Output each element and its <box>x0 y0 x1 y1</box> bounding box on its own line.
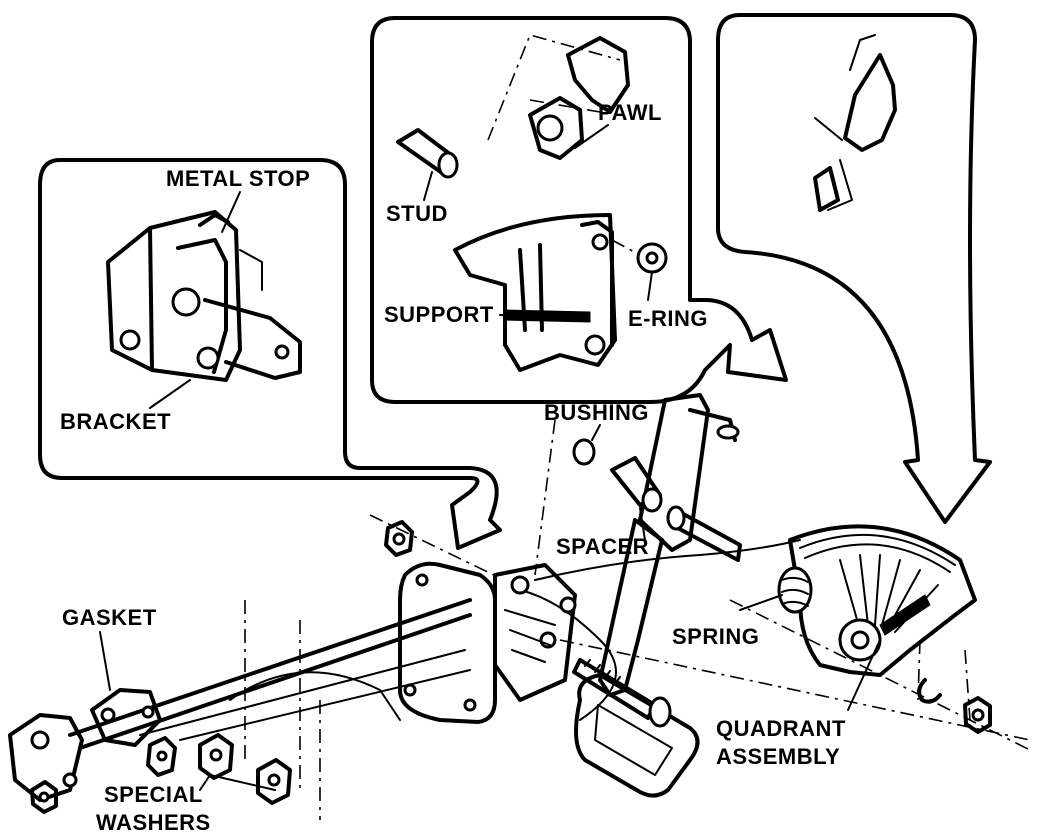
label-gasket: GASKET <box>62 605 157 630</box>
callout-bubble-left <box>38 158 502 550</box>
bushing-part <box>572 438 596 466</box>
spring-part <box>777 566 813 614</box>
metal-stop-leader <box>221 191 241 233</box>
callout-bubble-middle <box>370 16 788 404</box>
nut-top <box>384 520 414 557</box>
center-bracket-part <box>493 563 577 702</box>
label-e-ring: E-RING <box>628 306 708 331</box>
quadrant-detail-part <box>813 34 897 212</box>
special-washer-3 <box>146 736 177 777</box>
dashed-path-vert4 <box>964 649 971 721</box>
nut-left <box>30 780 58 814</box>
pawl-leader <box>574 124 609 149</box>
gasket-part <box>90 688 162 747</box>
dashed-path-quadrant <box>729 599 1031 751</box>
e-ring-part <box>611 239 668 274</box>
support-arm <box>638 393 740 552</box>
support-leader <box>499 314 561 319</box>
label-support: SUPPORT <box>384 302 494 327</box>
label-washers: WASHERS <box>96 810 211 835</box>
label-assembly: ASSEMBLY <box>716 744 841 769</box>
special-washer-1 <box>198 733 234 780</box>
label-stud: STUD <box>386 201 448 226</box>
shaft-part <box>666 505 742 562</box>
special-washer-2 <box>256 758 292 805</box>
nut-right <box>963 696 992 734</box>
callout-bubble-right <box>716 13 992 524</box>
washers-leader <box>199 774 276 791</box>
dashed-path-top <box>369 514 501 579</box>
bolt-part <box>572 658 672 728</box>
cable-lower <box>519 589 617 721</box>
bracket-part <box>106 210 302 382</box>
column-rods <box>68 598 472 750</box>
label-spacer: SPACER <box>556 534 650 559</box>
pedal-part <box>574 518 700 798</box>
spacer-part <box>610 456 663 513</box>
stud-part <box>396 128 459 179</box>
support-part <box>453 213 617 372</box>
label-bracket: BRACKET <box>60 409 172 434</box>
firewall-plate-part <box>398 561 497 724</box>
e-ring-leader <box>647 271 653 301</box>
stud-leader <box>423 171 433 201</box>
gasket-leader <box>99 631 111 691</box>
clip-right <box>917 678 942 704</box>
spring-leader <box>739 594 783 611</box>
label-special: SPECIAL <box>104 782 203 807</box>
label-bushing: BUSHING <box>544 400 649 425</box>
bushing-leader <box>591 424 601 441</box>
label-pawl: PAWL <box>598 100 662 125</box>
label-metal-stop: METAL STOP <box>166 166 311 191</box>
quadrant-assembly-part <box>788 524 977 677</box>
label-spring: SPRING <box>672 624 760 649</box>
bracket-leader <box>149 379 191 409</box>
label-quadrant: QUADRANT <box>716 716 846 741</box>
cable <box>534 539 801 581</box>
end-plate-part <box>8 713 84 802</box>
quadrant-leader <box>847 639 881 711</box>
dashed-path-mid <box>534 419 556 576</box>
pawl-part <box>487 34 630 160</box>
dashed-path-right <box>559 639 1031 741</box>
